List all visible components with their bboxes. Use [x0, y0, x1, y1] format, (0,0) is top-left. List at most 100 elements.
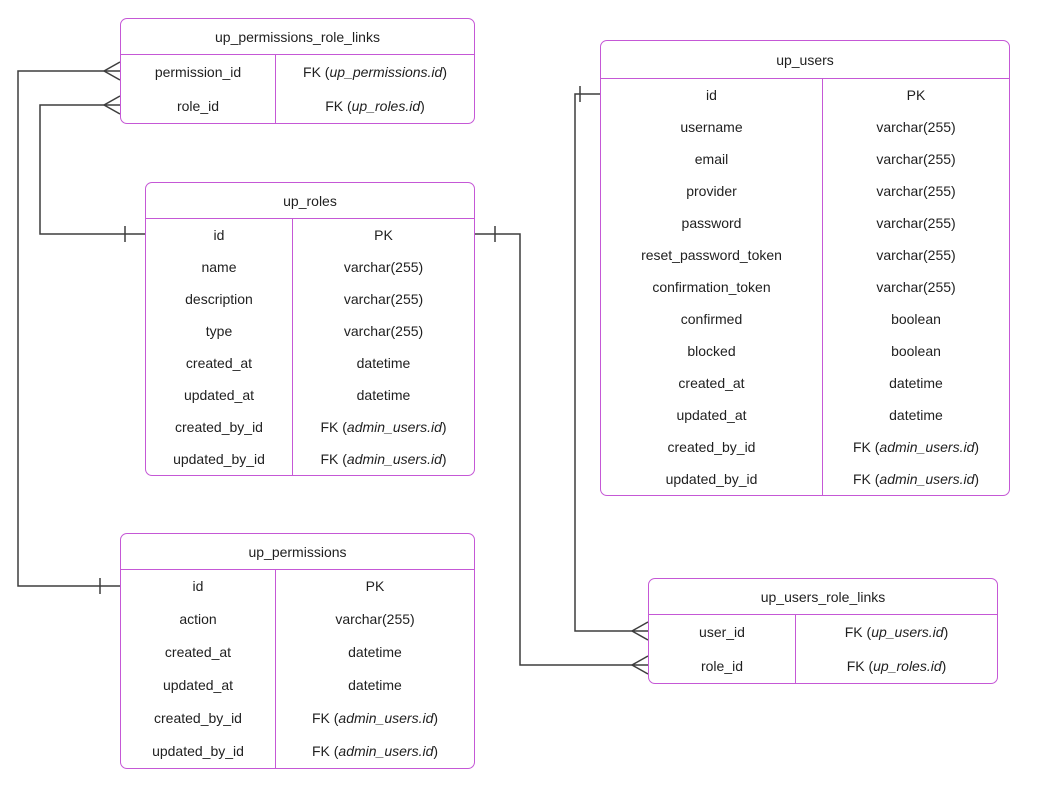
field-name: role_id — [700, 658, 744, 674]
field-name: permission_id — [154, 64, 242, 80]
field-type: varchar(255) — [876, 279, 956, 295]
crow-foot-marker — [103, 61, 121, 72]
field-name: created_by_id — [175, 419, 263, 435]
field-name: role_id — [176, 98, 220, 114]
field-name: created_by_id — [154, 710, 242, 726]
field-name-column: id name description type created_at updated_a… — [146, 219, 293, 475]
field-type: varchar(255) — [876, 151, 956, 167]
entity-title: up_permissions_role_links — [121, 19, 474, 55]
crow-foot-marker — [631, 630, 649, 641]
crow-foot-marker — [103, 70, 121, 81]
field-name: type — [205, 323, 233, 339]
field-type: datetime — [348, 644, 402, 660]
field-name-column: permission_id role_id — [121, 55, 276, 123]
field-type: FK (up_permissions.id) — [303, 64, 447, 80]
fk-reference: admin_users.id — [879, 471, 975, 487]
field-name: password — [681, 215, 742, 231]
field-type: PK — [365, 578, 385, 594]
fk-reference: up_users.id — [871, 624, 944, 640]
entity-title: up_users — [601, 41, 1009, 79]
field-name: id — [213, 227, 225, 243]
field-name: confirmation_token — [652, 279, 771, 295]
field-name: username — [680, 119, 743, 135]
field-name: name — [201, 259, 237, 275]
field-type: varchar(255) — [343, 291, 424, 307]
field-name: updated_at — [183, 387, 255, 403]
field-name: description — [185, 291, 253, 307]
fk-reference: admin_users.id — [338, 743, 434, 759]
field-name: reset_password_token — [641, 247, 782, 263]
fk-reference: admin_users.id — [346, 419, 442, 435]
field-type: varchar(255) — [343, 259, 424, 275]
field-name: updated_at — [162, 677, 234, 693]
field-name: action — [179, 611, 217, 627]
relationship-line-roles-to-permissions-role-links — [39, 104, 145, 235]
fk-reference: up_permissions.id — [329, 64, 443, 80]
field-name: id — [192, 578, 204, 594]
entity-title: up_users_role_links — [649, 579, 997, 615]
field-type: datetime — [889, 375, 943, 391]
field-type: FK (up_roles.id) — [846, 658, 947, 674]
field-type: FK (admin_users.id) — [852, 439, 980, 455]
relationship-line-permissions-to-permissions-role-links — [17, 70, 120, 587]
fk-reference: admin_users.id — [338, 710, 434, 726]
relationship-line-users-to-users-role-links — [574, 93, 632, 632]
field-name-column: user_id role_id — [649, 615, 796, 683]
field-type: datetime — [348, 677, 402, 693]
field-name: created_at — [185, 355, 253, 371]
field-type: varchar(255) — [876, 119, 956, 135]
field-type: datetime — [356, 355, 411, 371]
field-name: user_id — [699, 624, 745, 640]
field-type: varchar(255) — [343, 323, 424, 339]
fk-reference: up_roles.id — [351, 98, 421, 114]
field-name: updated_by_id — [152, 743, 244, 759]
field-type: varchar(255) — [876, 215, 956, 231]
field-name: email — [694, 151, 729, 167]
crow-foot-marker — [103, 95, 121, 106]
field-type: datetime — [356, 387, 411, 403]
field-type: FK (admin_users.id) — [311, 743, 439, 759]
field-type-column: PK varchar(255) datetime datetime FK (admin_… — [276, 570, 474, 768]
field-name: created_by_id — [667, 439, 756, 455]
field-type: varchar(255) — [335, 611, 415, 627]
field-type: varchar(255) — [876, 183, 956, 199]
field-type: FK (up_roles.id) — [325, 98, 425, 114]
field-name: provider — [686, 183, 737, 199]
field-name: updated_by_id — [173, 451, 265, 467]
entity-title: up_permissions — [121, 534, 474, 570]
field-name: created_at — [164, 644, 232, 660]
field-type: FK (admin_users.id) — [320, 419, 447, 435]
field-type: boolean — [891, 343, 941, 359]
crow-foot-marker — [631, 621, 649, 632]
field-name: confirmed — [680, 311, 743, 327]
fk-reference: up_roles.id — [873, 658, 942, 674]
field-name-column: id username email provider password reset_pas… — [601, 79, 823, 495]
field-type-column: FK (up_permissions.id) FK (up_roles.id) — [276, 55, 474, 123]
field-name: updated_by_id — [665, 471, 758, 487]
crow-foot-marker — [631, 664, 649, 675]
field-type: FK (admin_users.id) — [852, 471, 980, 487]
entity-table-up_users_role_links: up_users_role_links user_id role_id FK (up_… — [648, 578, 998, 684]
field-name-column: id action created_at updated_at created_by_i… — [121, 570, 276, 768]
field-type: varchar(255) — [876, 247, 956, 263]
field-type: boolean — [891, 311, 941, 327]
field-type: PK — [906, 87, 926, 103]
crow-foot-marker — [103, 104, 121, 115]
field-type: FK (up_users.id) — [844, 624, 949, 640]
fk-reference: admin_users.id — [879, 439, 975, 455]
relationship-line-roles-to-users-role-links — [475, 233, 632, 666]
field-type: PK — [374, 227, 393, 243]
field-type: FK (admin_users.id) — [320, 451, 447, 467]
field-type-column: FK (up_users.id) FK (up_roles.id) — [796, 615, 997, 683]
field-type: FK (admin_users.id) — [311, 710, 439, 726]
field-name: id — [706, 87, 717, 103]
field-type: datetime — [889, 407, 943, 423]
field-type-column: PK varchar(255) varchar(255) varchar(255) va… — [823, 79, 1009, 495]
